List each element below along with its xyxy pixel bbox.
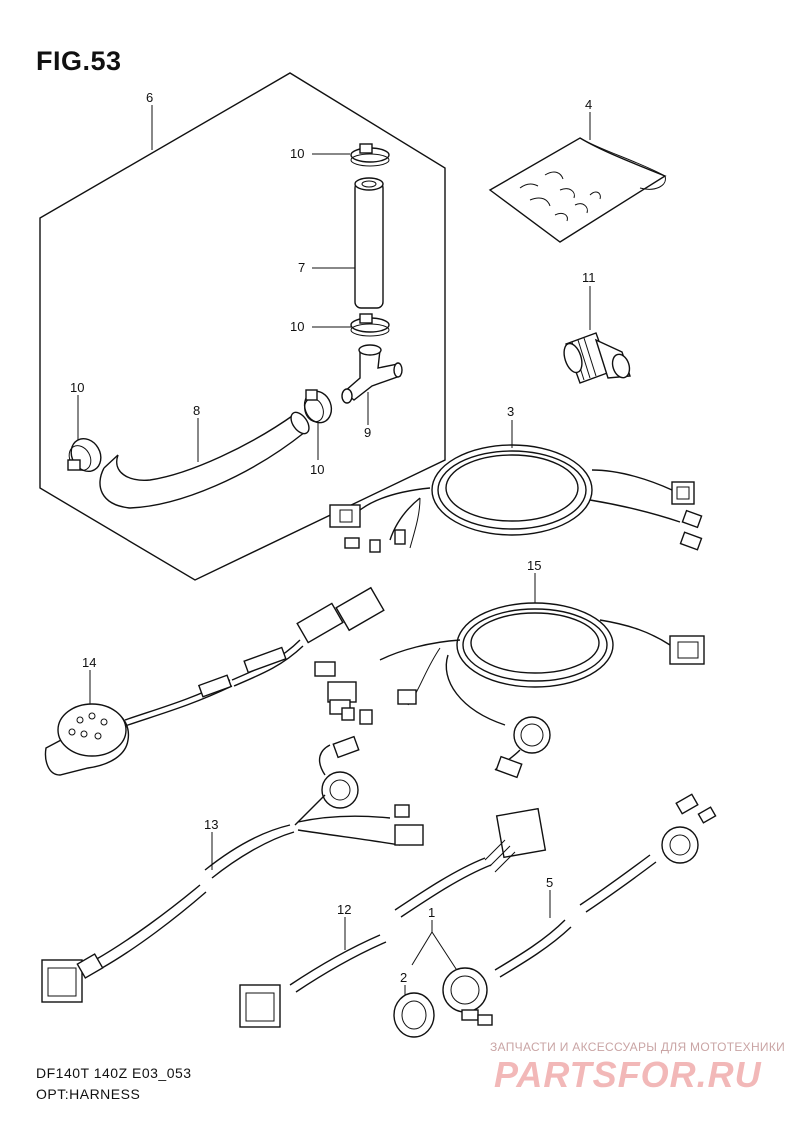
callout-label: 10 — [70, 380, 84, 395]
harness-12-terminal-block — [495, 807, 547, 859]
callout-label: 5 — [546, 875, 553, 890]
buzzer-14 — [44, 586, 385, 776]
callout-label: 10 — [310, 462, 324, 477]
curved-hose — [99, 411, 310, 509]
parts-bag — [488, 137, 667, 243]
callout-labels: 6 10 7 10 10 8 9 10 4 11 3 15 14 13 12 1… — [70, 90, 596, 985]
callout-label: 1 — [428, 905, 435, 920]
buzzer-14-coupler — [335, 586, 385, 632]
harness-13-coupler — [41, 959, 83, 1003]
callout-label: 7 — [298, 260, 305, 275]
harness-3-coupler-right — [671, 481, 695, 505]
model-code: DF140T 140Z E03_053 — [36, 1065, 192, 1081]
harness-15-coupler-right — [669, 635, 705, 665]
kit-6-boundary — [39, 72, 446, 581]
hose-clamp-left — [67, 437, 102, 473]
figure-title: FIG.53 — [36, 46, 122, 76]
hose-clamp-top — [350, 143, 390, 167]
harness-12-coupler — [239, 984, 281, 1028]
tee-fitting — [341, 344, 403, 404]
straight-hose — [354, 177, 384, 309]
callout-label: 10 — [290, 319, 304, 334]
hose-clamp-right — [303, 389, 333, 424]
watermark-logo: PARTSFOR.RU — [494, 1054, 762, 1095]
callout-label: 13 — [204, 817, 218, 832]
harness-13 — [41, 735, 424, 1003]
callout-label: 2 — [400, 970, 407, 985]
callout-label: 9 — [364, 425, 371, 440]
callout-label: 12 — [337, 902, 351, 917]
hose-clamp-middle — [350, 313, 390, 337]
callout-label: 4 — [585, 97, 592, 112]
leader-lines — [77, 105, 591, 1000]
harness-3-coupler-left — [329, 504, 361, 528]
harness-13-plug — [394, 824, 424, 846]
callout-label: 3 — [507, 404, 514, 419]
callout-label: 11 — [582, 270, 596, 285]
callout-label: 10 — [290, 146, 304, 161]
harness-15 — [314, 602, 705, 779]
figure-subtitle: OPT:HARNESS — [36, 1086, 141, 1102]
callout-label: 14 — [82, 655, 96, 670]
threaded-plug — [563, 332, 631, 384]
harness-5-socket — [393, 793, 717, 1038]
harness-12 — [239, 807, 547, 1028]
callout-label: 8 — [193, 403, 200, 418]
harness-15-socket — [513, 716, 551, 754]
callout-label: 15 — [527, 558, 541, 573]
callout-label: 6 — [146, 90, 153, 105]
watermark-tagline: ЗАПЧАСТИ И АКСЕССУАРЫ ДЛЯ МОТОТЕХНИКИ — [490, 1040, 786, 1054]
harness-3 — [329, 444, 703, 553]
